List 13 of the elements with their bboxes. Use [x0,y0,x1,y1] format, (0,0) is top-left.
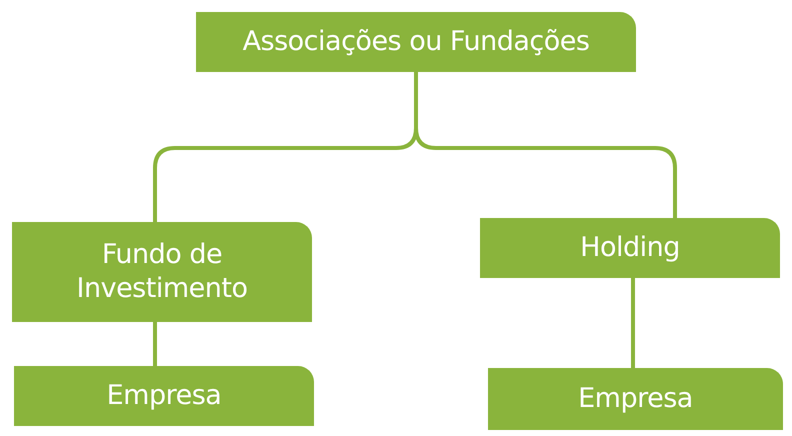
process-box [196,12,636,72]
process-box [14,366,314,426]
box-label: Fundo de Investimento [76,238,248,306]
process-box [480,218,780,278]
box-label: Empresa [578,382,693,416]
connector-line [153,322,157,366]
box-label: Holding [580,231,680,265]
box-label: Associações ou Fundações [242,25,590,59]
connector-line [631,278,635,368]
process-box [12,222,312,322]
box-label: Empresa [106,379,222,413]
process-box [488,368,783,430]
connector-line [414,72,677,218]
